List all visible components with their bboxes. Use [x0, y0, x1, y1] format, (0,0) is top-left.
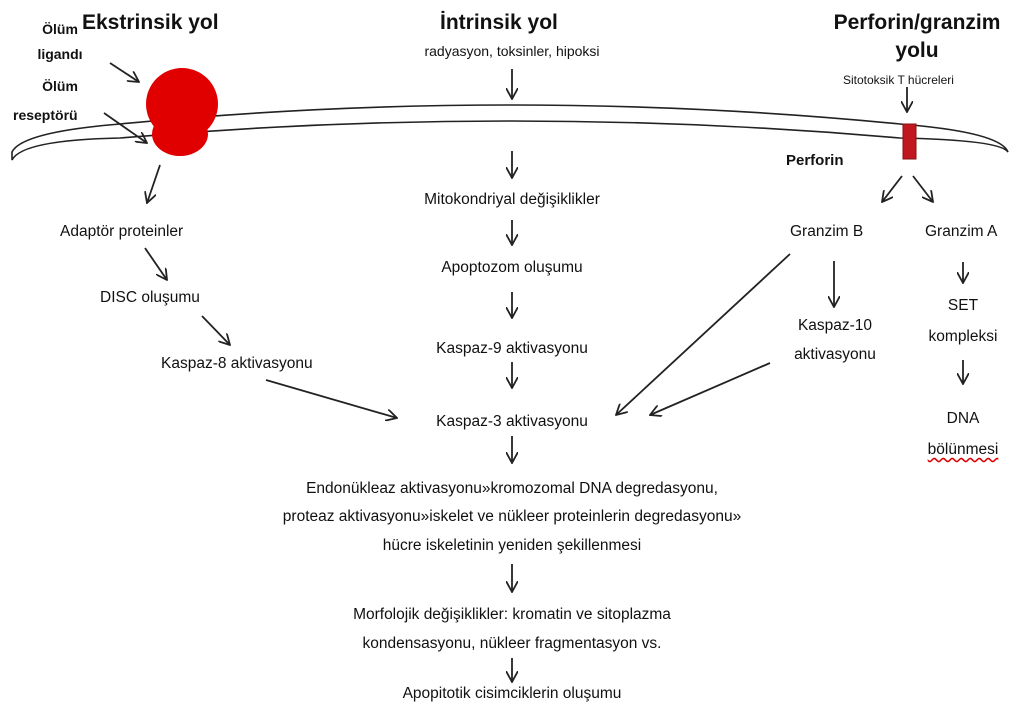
mitochondrial-changes: Mitokondriyal değişiklikler	[424, 191, 600, 208]
caspase10-line2: aktivasyonu	[794, 346, 876, 363]
arrow-to-granzymeA	[912, 175, 933, 202]
endonuclease-line2: proteaz aktivasyonu»iskelet ve nükleer p…	[282, 508, 742, 525]
granzyme-b: Granzim B	[790, 223, 864, 240]
caspase3-activation: Kaspaz-3 aktivasyonu	[436, 413, 588, 430]
set-complex-line1: SET	[947, 297, 979, 314]
apoptotic-bodies: Apopitotik cisimciklerin oluşumu	[402, 685, 622, 702]
cell-membrane	[11, 104, 1009, 161]
arrow-to-granzymeB	[882, 175, 903, 202]
caspase9-activation: Kaspaz-9 aktivasyonu	[436, 340, 588, 357]
death-receptor-shape	[146, 68, 218, 156]
dna-cleavage-line1: DNA	[946, 410, 980, 427]
dna-cleavage-line2: bölünmesi	[913, 441, 1013, 459]
caspase8-activation: Kaspaz-8 aktivasyonu	[161, 355, 313, 372]
death-receptor-label-line1: Ölüm	[42, 78, 78, 94]
apoptosome-formation: Apoptozom oluşumu	[441, 259, 583, 276]
adaptor-proteins: Adaptör proteinler	[60, 223, 184, 240]
perforin-header-line2: yolu	[895, 39, 939, 62]
set-complex-line2: kompleksi	[928, 328, 998, 345]
arrow-caspase8-to-caspase3	[265, 379, 397, 418]
cytotoxic-t-cells: Sitotoksik T hücreleri	[843, 73, 954, 87]
granzyme-a: Granzim A	[925, 223, 998, 240]
intrinsic-header: İntrinsik yol	[440, 11, 558, 34]
death-receptor-label-line2: reseptörü	[13, 107, 78, 123]
perforin-channel	[902, 123, 917, 160]
arrow-caspase10-to-caspase3	[650, 362, 771, 415]
arrow-granzymeB-to-caspase3	[616, 253, 791, 415]
death-ligand-label-line2: ligandı	[37, 46, 83, 62]
extrinsic-header: Ekstrinsik yol	[82, 11, 219, 34]
arrow-to-disc	[144, 247, 167, 280]
disc-formation: DISC oluşumu	[100, 289, 200, 306]
caspase10-line1: Kaspaz-10	[797, 317, 873, 334]
morphology-line1: Morfolojik değişiklikler: kromatin ve si…	[353, 606, 671, 623]
arrow-receptor	[103, 112, 147, 143]
arrow-to-caspase8	[201, 315, 230, 345]
endonuclease-line3: hücre iskeletinin yeniden şekillenmesi	[382, 537, 642, 554]
intrinsic-triggers: radyasyon, toksinler, hipoksi	[424, 43, 600, 59]
arrow-to-adaptor	[147, 164, 161, 203]
death-ligand-label-line1: Ölüm	[42, 21, 78, 37]
perforin-header-line1: Perforin/granzim	[833, 11, 1001, 34]
morphology-line2: kondensasyonu, nükleer fragmentasyon vs.	[362, 635, 662, 652]
perforin-label: Perforin	[786, 152, 844, 169]
dna-cleavage-text: bölünmesi	[927, 441, 999, 458]
arrow-ligand	[109, 62, 139, 82]
endonuclease-line1: Endonükleaz aktivasyonu»kromozomal DNA d…	[306, 480, 718, 497]
